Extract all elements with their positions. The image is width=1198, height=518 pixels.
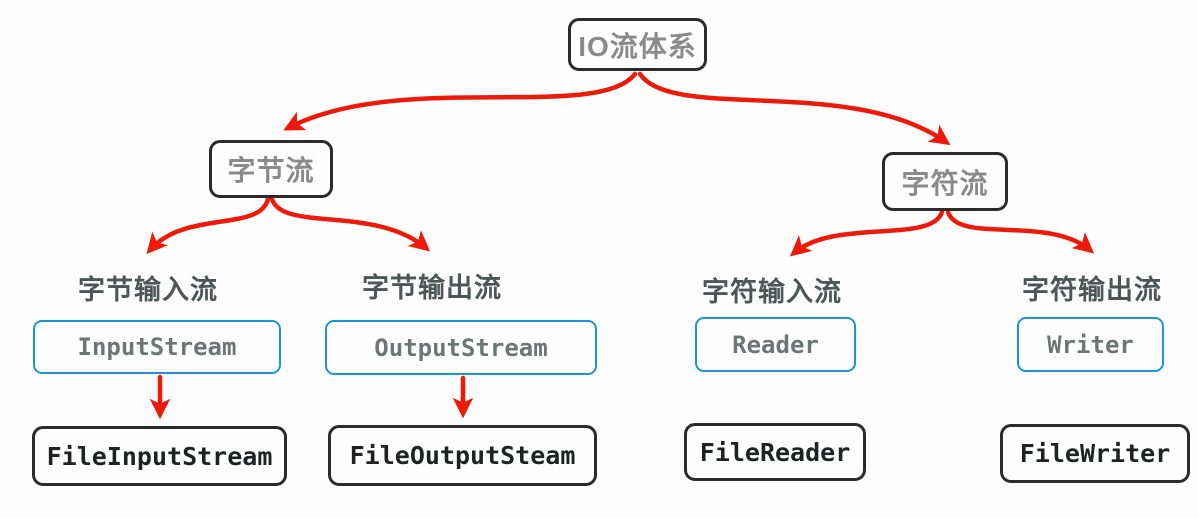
heading-byte-input-stream: 字节输入流 — [78, 275, 218, 305]
node-reader: Reader — [695, 317, 856, 372]
node-fileoutputsteam: FileOutputSteam — [328, 425, 597, 486]
arrow-char-to-input-heading — [789, 209, 945, 257]
node-io-stream-root: IO流体系 — [568, 18, 707, 71]
node-char-stream: 字符流 — [882, 152, 1008, 211]
node-fileinputstream: FileInputStream — [32, 426, 287, 486]
arrow-byte-to-output-heading — [269, 196, 431, 252]
arrow-root-to-byte-stream — [283, 71, 638, 131]
node-filereader: FileReader — [684, 423, 866, 481]
heading-byte-output-stream: 字节输出流 — [362, 273, 502, 303]
heading-char-input-stream: 字符输入流 — [702, 277, 842, 307]
node-outputstream: OutputStream — [325, 320, 597, 375]
node-writer: Writer — [1017, 317, 1164, 372]
node-inputstream: InputStream — [33, 320, 281, 374]
arrow-root-to-char-stream — [637, 71, 951, 146]
arrow-byte-to-input-heading — [146, 196, 271, 255]
node-filewriter: FileWriter — [1000, 424, 1190, 483]
arrow-char-to-output-heading — [945, 209, 1095, 254]
heading-char-output-stream: 字符输出流 — [1022, 275, 1162, 305]
node-byte-stream: 字节流 — [209, 140, 333, 198]
